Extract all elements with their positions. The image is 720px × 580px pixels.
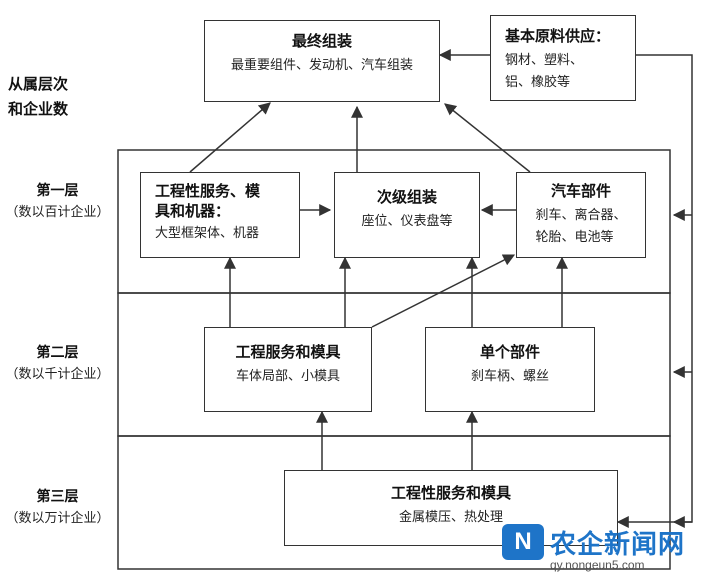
final-assembly-box: 最终组装 最重要组件、发动机、汽车组装	[204, 20, 440, 102]
final-assembly-detail: 最重要组件、发动机、汽车组装	[230, 58, 413, 73]
single-parts-title: 单个部件	[479, 343, 540, 361]
tier-3-sub: （数以万计企业）	[5, 511, 110, 526]
tier-2-name: 第二层	[36, 345, 79, 361]
arrows-tier3-to-tier2	[316, 410, 478, 470]
tier-1-label: 第一层 （数以百计企业）	[0, 180, 115, 224]
eng-services-tier2-detail: 车体局部、小模具	[235, 369, 340, 384]
raw-materials-detail: 钢材、塑料、 铝、橡胶等	[505, 53, 584, 90]
tier-1-name: 第一层	[36, 183, 79, 199]
auto-parts-box: 汽车部件 刹车、离合器、 轮胎、电池等	[516, 172, 646, 258]
tier-3-label: 第三层 （数以万计企业）	[0, 486, 115, 530]
arrows-tier2-to-tier1	[224, 254, 568, 328]
watermark-logo-icon: N	[502, 524, 544, 560]
single-parts-detail: 刹车柄、螺丝	[470, 369, 549, 384]
eng-services-tier1-title: 工程性服务、模 具和机器：	[155, 182, 261, 220]
eng-services-tier3-title: 工程性服务和模具	[390, 484, 511, 502]
eng-services-tier2-title: 工程服务和模具	[235, 343, 341, 361]
watermark-brand: 农企新闻网	[550, 530, 686, 560]
eng-services-tier3-box: 工程性服务和模具 金属模压、热处理	[284, 470, 618, 546]
eng-services-tier1-detail: 大型框架体、机器	[155, 226, 260, 241]
eng-services-tier3-detail: 金属模压、热处理	[398, 510, 503, 525]
sub-assembly-title: 次级组装	[376, 188, 437, 206]
final-assembly-title: 最终组装	[291, 32, 352, 50]
watermark-url: qy.nongeun5.com	[550, 558, 645, 572]
tier-2-sub: （数以千计企业）	[5, 367, 110, 382]
tier-3-frame	[117, 435, 671, 570]
raw-materials-title: 基本原料供应：	[505, 27, 611, 45]
eng-services-tier2-box: 工程服务和模具 车体局部、小模具	[204, 327, 372, 412]
header-label: 从属层次 和企业数	[8, 75, 69, 118]
sub-assembly-detail: 座位、仪表盘等	[361, 214, 453, 229]
raw-materials-box: 基本原料供应： 钢材、塑料、 铝、橡胶等	[490, 15, 636, 101]
single-parts-box: 单个部件 刹车柄、螺丝	[425, 327, 595, 412]
sub-assembly-box: 次级组装 座位、仪表盘等	[334, 172, 480, 258]
tier-3-name: 第三层	[36, 489, 79, 505]
auto-parts-title: 汽车部件	[550, 182, 611, 200]
watermark: N 农企新闻网 qy.nongeun5.com	[502, 518, 712, 576]
arrows-to-final	[189, 102, 531, 173]
tier-2-label: 第二层 （数以千计企业）	[0, 342, 115, 386]
eng-services-tier1-box: 工程性服务、模 具和机器： 大型框架体、机器	[140, 172, 300, 258]
tier-1-sub: （数以百计企业）	[5, 205, 110, 220]
auto-parts-detail: 刹车、离合器、 轮胎、电池等	[535, 208, 627, 245]
supply-line	[438, 49, 693, 528]
